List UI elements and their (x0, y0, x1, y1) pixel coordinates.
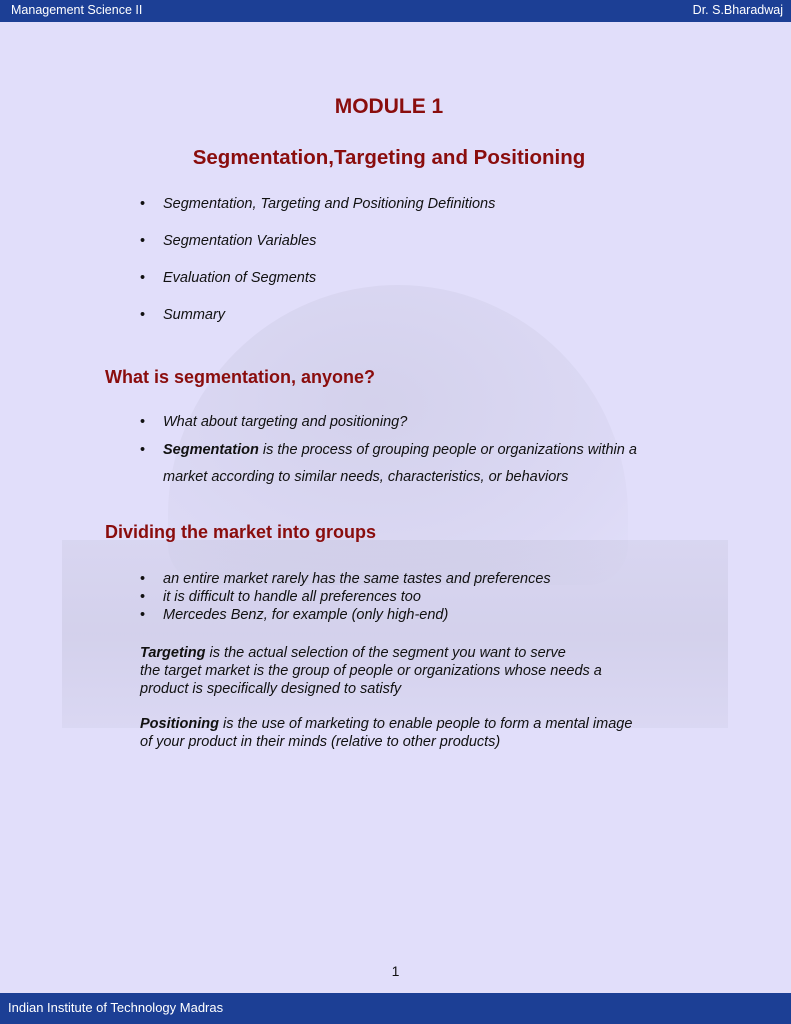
list-item: • it is difficult to handle all preferenc… (0, 589, 551, 607)
list-item-continuation: market according to similar needs, chara… (0, 469, 637, 496)
list-item-text: market according to similar needs, chara… (163, 469, 569, 485)
list-item: • Segmentation, Targeting and Positioning… (0, 196, 495, 233)
page-title: Segmentation,Targeting and Positioning (192, 146, 586, 169)
list-item-text: Evaluation of Segments (163, 270, 317, 286)
topic-list: • Segmentation, Targeting and Positioning… (0, 196, 495, 344)
footer-bar: Indian Institute of Technology Madras (0, 993, 791, 1024)
list-item-text: an entire market rarely has the same tas… (163, 571, 551, 587)
bullet-icon: • (140, 233, 146, 249)
list-item: • Summary (0, 307, 495, 344)
bullet-icon: • (140, 571, 146, 587)
course-name: Management Science II (11, 3, 143, 17)
term-positioning: Positioning (140, 716, 219, 732)
paragraph-text: product is specifically designed to sati… (140, 681, 402, 697)
term-segmentation: Segmentation (163, 442, 259, 458)
list-item: • an entire market rarely has the same ta… (0, 571, 551, 589)
dividing-list: • an entire market rarely has the same ta… (0, 571, 551, 625)
bullet-icon: • (140, 196, 146, 212)
positioning-paragraph: Positioning is the use of marketing to e… (140, 715, 700, 751)
paragraph-text: is the use of marketing to enable people… (218, 716, 633, 732)
list-item-text: What about targeting and positioning? (163, 414, 408, 430)
institute-name: Indian Institute of Technology Madras (8, 1000, 224, 1015)
bullet-icon: • (140, 589, 146, 605)
section-heading-dividing: Dividing the market into groups (105, 522, 377, 542)
module-heading: MODULE 1 (334, 95, 444, 118)
author-name: Dr. S.Bharadwaj (692, 3, 783, 17)
list-item-text: Mercedes Benz, for example (only high-en… (163, 607, 449, 623)
list-item: • Mercedes Benz, for example (only high-e… (0, 607, 551, 625)
bullet-icon: • (140, 442, 146, 458)
list-item-text: Segmentation, Targeting and Positioning … (163, 196, 496, 212)
page-number: 1 (391, 963, 400, 979)
term-targeting: Targeting (140, 645, 206, 661)
paragraph-text: of your product in their minds (relative… (140, 734, 501, 750)
section-heading-segmentation: What is segmentation, anyone? (105, 367, 376, 387)
bullet-icon: • (140, 414, 146, 430)
segmentation-list: • What about targeting and positioning? •… (0, 414, 637, 496)
list-item-text: Summary (163, 307, 226, 323)
paragraph-text: the target market is the group of people… (140, 663, 602, 679)
targeting-paragraph: Targeting is the actual selection of the… (140, 644, 700, 698)
list-item: • Evaluation of Segments (0, 270, 495, 307)
list-item-text: it is difficult to handle all preference… (163, 589, 421, 605)
list-item: • What about targeting and positioning? (0, 414, 637, 442)
paragraph-text: is the actual selection of the segment y… (205, 645, 566, 661)
list-item-text: is the process of grouping people or org… (258, 442, 637, 458)
bullet-icon: • (140, 307, 146, 323)
list-item: • Segmentation is the process of grouping… (0, 442, 637, 469)
list-item: • Segmentation Variables (0, 233, 495, 270)
bullet-icon: • (140, 270, 146, 286)
list-item-text: Segmentation Variables (163, 233, 317, 249)
bullet-icon: • (140, 607, 146, 623)
header-bar: Management Science II Dr. S.Bharadwaj (0, 0, 791, 22)
watermark-band (62, 540, 728, 728)
